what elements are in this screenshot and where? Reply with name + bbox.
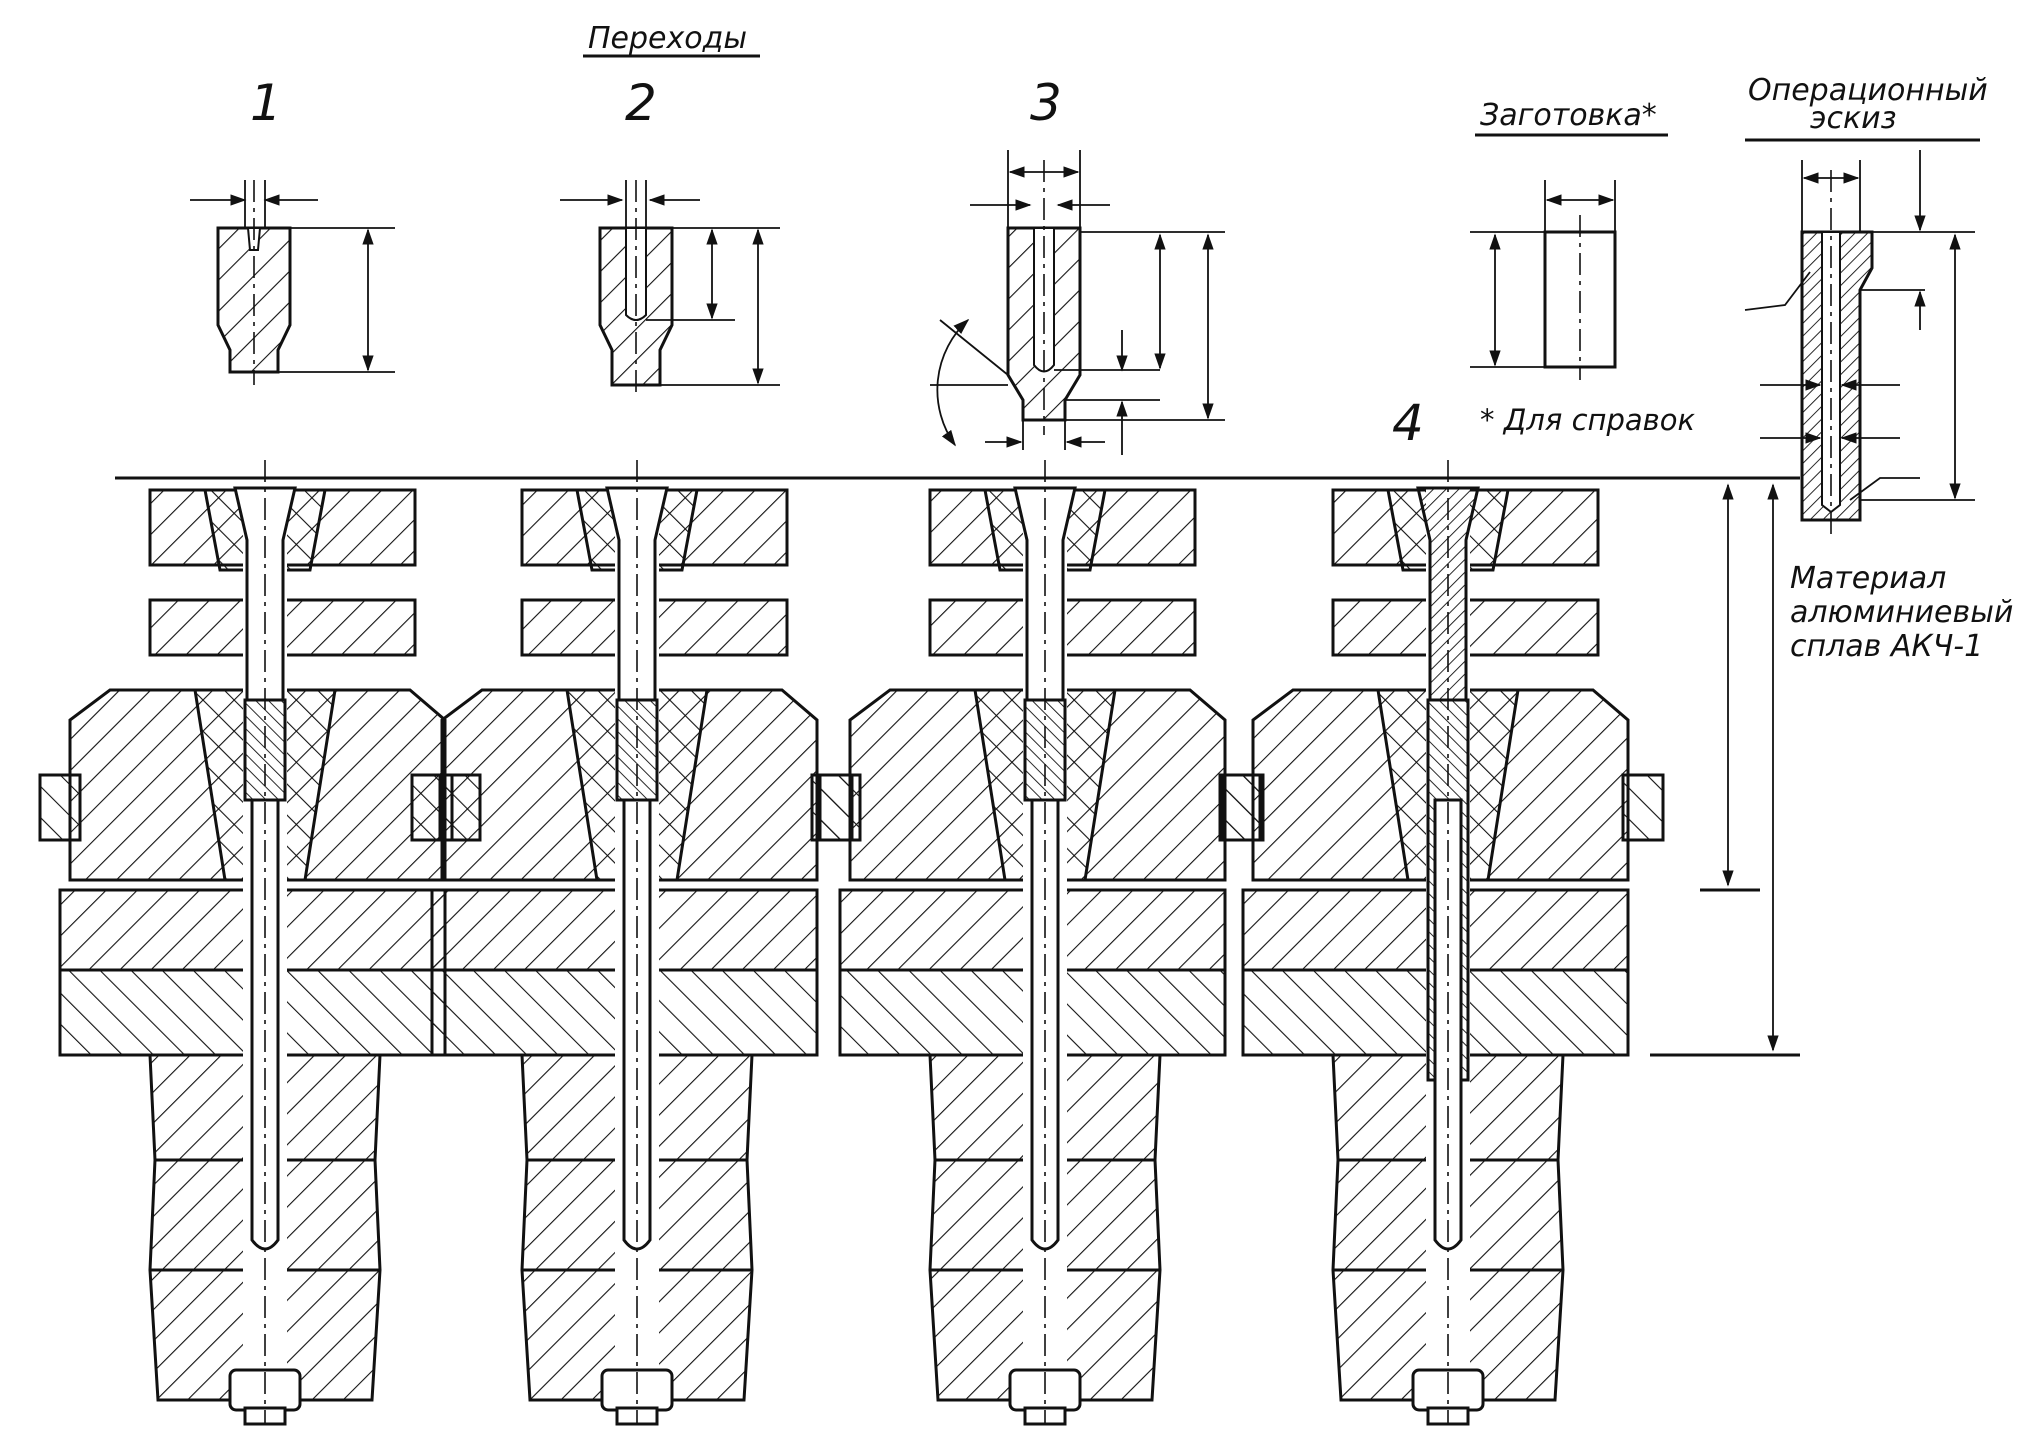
blank-title: Заготовка* — [1480, 98, 1657, 133]
material-line3: сплав АКЧ-1 — [1790, 629, 1983, 664]
transition-number-2: 2 — [625, 74, 657, 132]
preform-2 — [560, 180, 780, 395]
blank-sketch — [1470, 180, 1617, 380]
blank-note: * Для справок — [1480, 403, 1695, 437]
tool-stations — [38, 460, 1665, 1426]
preform-1 — [190, 180, 395, 385]
operation-sketch — [1744, 150, 1975, 535]
tool-station-4 — [1221, 460, 1665, 1426]
sketch-title-line2: эскиз — [1810, 101, 1897, 136]
transition-number-3: 3 — [1030, 74, 1062, 132]
tool-station-2 — [410, 460, 854, 1426]
tool-station-1 — [38, 460, 482, 1426]
transition-number-4: 4 — [1392, 394, 1424, 452]
preform-3 — [930, 150, 1225, 455]
sketch-title-line1: Операционный — [1748, 73, 1988, 108]
labels: Переходы 1 2 3 4 Заготовка* * Для справо… — [250, 21, 2013, 664]
reference-lines — [115, 476, 1800, 1057]
transition-number-1: 1 — [250, 74, 282, 132]
transitions-title: Переходы — [588, 21, 747, 56]
material-line1: Материал — [1790, 561, 1946, 596]
material-line2: алюминиевый — [1790, 595, 2013, 630]
tool-station-3 — [818, 460, 1262, 1426]
